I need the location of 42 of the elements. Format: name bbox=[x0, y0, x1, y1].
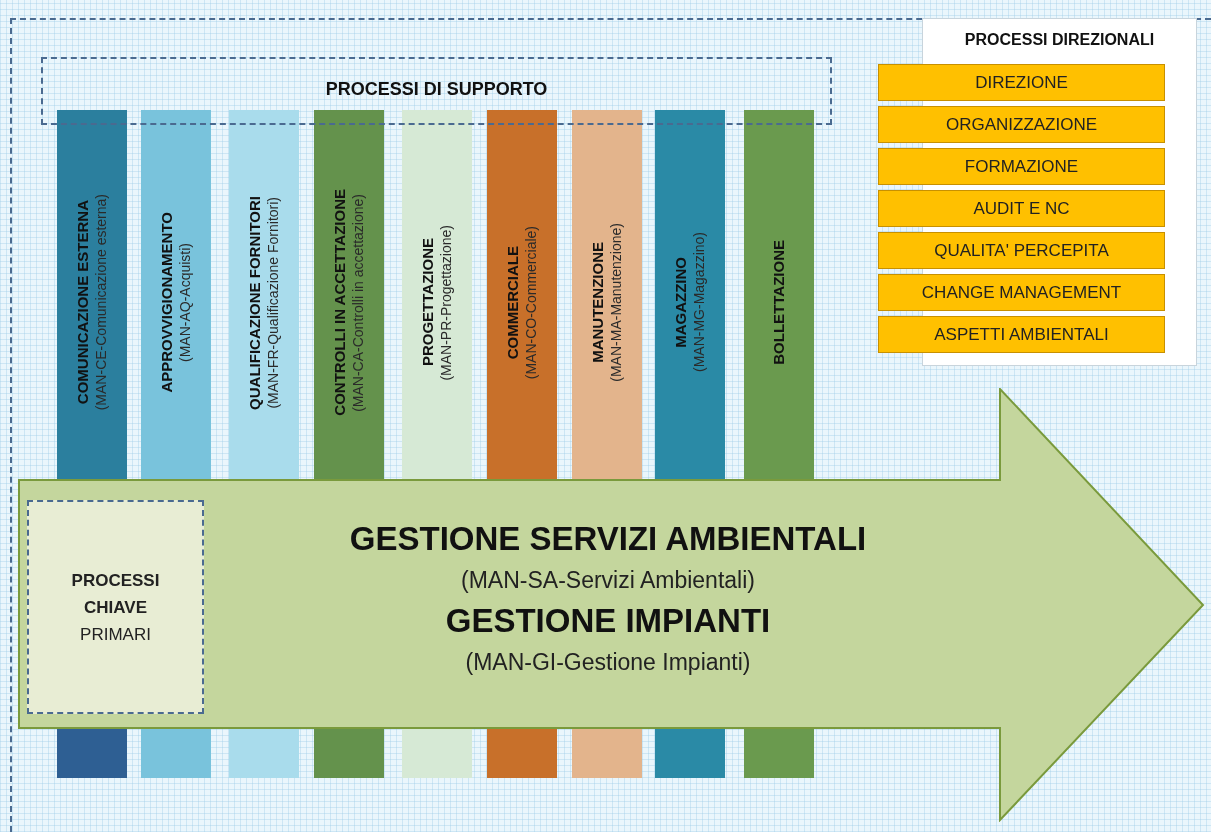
column-code: (MAN-AQ-Acquisti) bbox=[176, 243, 194, 362]
process-box: DIREZIONE bbox=[878, 64, 1165, 101]
column-title: CONTROLLI IN ACCETTAZIONE bbox=[330, 189, 349, 416]
process-box: FORMAZIONE bbox=[878, 148, 1165, 185]
process-box: ASPETTI AMBIENTALI bbox=[878, 316, 1165, 353]
column-title: COMMERCIALE bbox=[503, 245, 522, 360]
column-title: QUALIFICAZIONE FORNITORI bbox=[245, 195, 264, 410]
process-column bbox=[229, 110, 299, 481]
panel-title: PROCESSI DIREZIONALI bbox=[963, 31, 1156, 49]
column-code: (MAN-MG-Magazzino) bbox=[690, 232, 708, 373]
process-column bbox=[314, 110, 384, 481]
box-label: PRIMARI bbox=[79, 623, 152, 646]
column-code: (MAN-CO-Commerciale) bbox=[522, 225, 540, 380]
process-column bbox=[655, 110, 725, 481]
process-column bbox=[744, 110, 814, 481]
process-column bbox=[141, 110, 211, 481]
process-column bbox=[487, 110, 557, 481]
dashed-box bbox=[27, 500, 204, 714]
arrow-subtitle: (MAN-SA-Servizi Ambientali) bbox=[461, 566, 755, 595]
column-code: (MAN-MA-Manutenzione) bbox=[607, 223, 625, 382]
process-column bbox=[572, 110, 642, 481]
column-code: (MAN-FR-Qualificazione Fornitori) bbox=[264, 196, 282, 409]
band-title: PROCESSI DI SUPPORTO bbox=[325, 79, 548, 100]
process-box: CHANGE MANAGEMENT bbox=[878, 274, 1165, 311]
arrow-title: GESTIONE IMPIANTI bbox=[445, 601, 771, 641]
column-code: (MAN-CA-Controlli in accettazione) bbox=[349, 193, 367, 412]
column-title: APPROVVIGIONAMENTO bbox=[157, 212, 176, 393]
column-title: COMUNICAZIONE ESTERNA bbox=[73, 200, 92, 405]
process-box: AUDIT E NC bbox=[878, 190, 1165, 227]
column-title: MANUTENZIONE bbox=[588, 242, 607, 363]
process-box: ORGANIZZAZIONE bbox=[878, 106, 1165, 143]
column-title: BOLLETTAZIONE bbox=[769, 240, 788, 365]
column-title: MAGAZZINO bbox=[671, 257, 690, 348]
process-box: QUALITA' PERCEPITA bbox=[878, 232, 1165, 269]
column-code: (MAN-CE-Comunicazione esterna) bbox=[92, 194, 110, 411]
arrow-title: GESTIONE SERVIZI AMBIENTALI bbox=[349, 519, 867, 559]
column-title: PROGETTAZIONE bbox=[418, 238, 437, 367]
box-heading: PROCESSI CHIAVE bbox=[70, 569, 161, 619]
process-column bbox=[57, 110, 127, 481]
column-code: (MAN-PR-Progettazione) bbox=[437, 224, 455, 381]
arrow-subtitle: (MAN-GI-Gestione Impianti) bbox=[465, 648, 751, 677]
process-column bbox=[402, 110, 472, 481]
